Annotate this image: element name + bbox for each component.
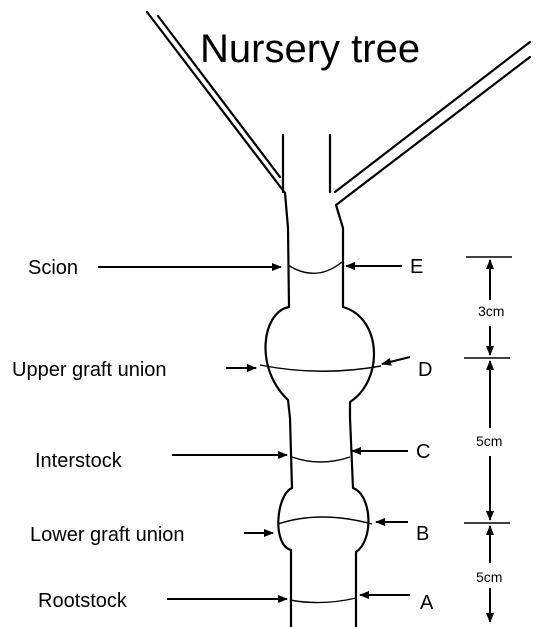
dim-top-label: 3cm bbox=[478, 303, 504, 319]
dim-bottom-label: 5cm bbox=[476, 569, 502, 585]
label-scion: Scion bbox=[28, 257, 78, 279]
arc-a bbox=[290, 598, 356, 603]
diagram-title: Nursery tree bbox=[200, 27, 420, 71]
trunk-outline bbox=[266, 193, 374, 627]
label-interstock: Interstock bbox=[35, 450, 123, 472]
label-e: E bbox=[410, 256, 423, 278]
arrow-d bbox=[382, 357, 410, 364]
dim-middle-label: 5cm bbox=[476, 433, 502, 449]
label-a: A bbox=[420, 592, 434, 614]
arc-e bbox=[288, 262, 342, 273]
dimension-scale: 3cm 5cm 5cm bbox=[464, 257, 512, 622]
label-c: C bbox=[416, 441, 430, 463]
arc-b bbox=[278, 517, 372, 524]
label-d: D bbox=[418, 359, 432, 381]
label-b: B bbox=[416, 523, 429, 545]
left-labels: Scion Upper graft union Interstock Lower… bbox=[12, 257, 287, 612]
right-labels: E D C B A bbox=[346, 256, 434, 614]
arc-c bbox=[292, 457, 350, 462]
arc-d bbox=[260, 365, 381, 371]
label-rootstock: Rootstock bbox=[38, 590, 128, 612]
label-upper-graft-union: Upper graft union bbox=[12, 359, 167, 381]
label-lower-graft-union: Lower graft union bbox=[30, 524, 185, 546]
